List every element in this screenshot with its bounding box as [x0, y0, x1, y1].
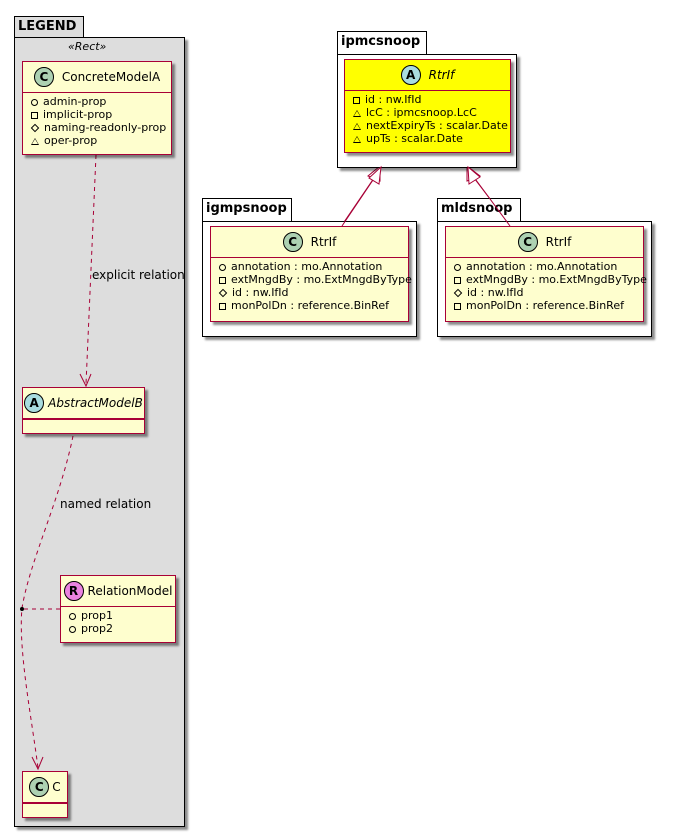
c-class[interactable]: C C	[22, 771, 68, 818]
attribute-row: id : nw.IfId	[452, 286, 637, 299]
attribute-text: implicit-prop	[43, 108, 113, 121]
abstract-badge-icon: A	[400, 65, 421, 85]
ipmcsnoop-rtrif-name: RtrIf	[428, 68, 455, 82]
class-badge-icon: C	[517, 232, 538, 252]
attribute-text: id : nw.IfId	[467, 286, 524, 299]
public-visibility-icon	[31, 98, 38, 106]
attribute-text: extMngdBy : mo.ExtMngdByType	[466, 273, 647, 286]
relation-model-header: R RelationModel	[61, 576, 175, 606]
mldsnoop-rtrif-name: RtrIf	[545, 235, 572, 249]
attribute-row: oper-prop	[29, 134, 165, 147]
public-visibility-icon	[69, 625, 76, 633]
relation-junction-dot	[20, 607, 24, 611]
private-visibility-icon	[219, 302, 226, 310]
attribute-row: prop2	[67, 622, 169, 635]
legend-tab: LEGEND	[14, 16, 84, 38]
attribute-row: id : nw.IfId	[217, 286, 402, 299]
attribute-row: nextExpiryTs : scalar.Date	[351, 119, 508, 132]
attribute-row: monPolDn : reference.BinRef	[452, 299, 637, 312]
package-visibility-icon	[353, 109, 361, 117]
c-name: C	[52, 780, 61, 794]
relation-model-name: RelationModel	[87, 584, 173, 598]
abstract-badge-icon: A	[24, 393, 45, 413]
attribute-text: prop2	[81, 622, 113, 635]
named-relation-arrowhead	[31, 756, 44, 771]
attribute-row: lcC : ipmcsnoop.LcC	[351, 106, 504, 119]
abstract-model-b-class[interactable]: A AbstractModelB	[22, 387, 145, 434]
ipmcsnoop-rtrif-header: A RtrIf	[345, 60, 510, 90]
attribute-text: upTs : scalar.Date	[366, 132, 463, 145]
c-header: C C	[23, 772, 67, 802]
attribute-row: annotation : mo.Annotation	[217, 260, 402, 273]
attribute-text: oper-prop	[44, 134, 98, 147]
attribute-row: admin-prop	[29, 95, 165, 108]
private-visibility-icon	[31, 111, 38, 119]
explicit-relation-label: explicit relation	[92, 268, 185, 282]
attribute-text: annotation : mo.Annotation	[231, 260, 383, 273]
igmpsnoop-rtrif-header: C RtrIf	[211, 227, 408, 257]
attribute-text: monPolDn : reference.BinRef	[231, 299, 389, 312]
attribute-text: lcC : ipmcsnoop.LcC	[366, 106, 477, 119]
public-visibility-icon	[69, 612, 76, 620]
igmpsnoop-tab: igmpsnoop	[202, 198, 292, 222]
attribute-row: annotation : mo.Annotation	[452, 260, 637, 273]
legend-title: LEGEND	[18, 19, 77, 34]
private-visibility-icon	[219, 276, 226, 284]
public-visibility-icon	[454, 263, 461, 271]
private-visibility-icon	[454, 302, 461, 310]
attribute-text: extMngdBy : mo.ExtMngdByType	[231, 273, 412, 286]
attribute-row: monPolDn : reference.BinRef	[217, 299, 402, 312]
attribute-row: id : nw.IfId	[351, 93, 504, 106]
c-badge-icon: C	[29, 777, 50, 797]
class-badge-icon: C	[282, 232, 303, 252]
explicit-relation-arrowhead	[79, 373, 92, 388]
attribute-text: prop1	[81, 609, 113, 622]
attribute-text: monPolDn : reference.BinRef	[466, 299, 624, 312]
mldsnoop-rtrif-header: C RtrIf	[446, 227, 643, 257]
concrete-model-a-header: C ConcreteModelA	[23, 62, 171, 92]
relation-badge-icon: R	[63, 581, 84, 601]
igmpsnoop-title: igmpsnoop	[206, 201, 287, 216]
package-visibility-icon	[31, 137, 39, 145]
private-visibility-icon	[353, 96, 360, 104]
concrete-model-a-name: ConcreteModelA	[61, 70, 161, 84]
private-visibility-icon	[454, 276, 461, 284]
attribute-row: extMngdBy : mo.ExtMngdByType	[452, 273, 647, 286]
abstract-model-b-name: AbstractModelB	[48, 396, 143, 410]
explicit-relation-path	[85, 154, 97, 385]
abstract-model-b-header: A AbstractModelB	[23, 388, 144, 418]
attribute-text: naming-readonly-prop	[44, 121, 167, 134]
attribute-text: admin-prop	[43, 95, 107, 108]
attribute-row: implicit-prop	[29, 108, 165, 121]
attribute-row: upTs : scalar.Date	[351, 132, 504, 145]
attribute-text: id : nw.IfId	[232, 286, 289, 299]
attribute-text: annotation : mo.Annotation	[466, 260, 618, 273]
package-visibility-icon	[353, 135, 361, 143]
package-visibility-icon	[353, 122, 361, 130]
legend-stereotype: «Rect»	[68, 40, 107, 53]
class-badge-icon: C	[33, 67, 54, 87]
attribute-text: nextExpiryTs : scalar.Date	[366, 119, 508, 132]
public-visibility-icon	[219, 263, 226, 271]
attribute-text: id : nw.IfId	[365, 93, 422, 106]
attribute-row: prop1	[67, 609, 169, 622]
ipmcsnoop-title: ipmcsnoop	[341, 34, 421, 49]
protected-visibility-icon	[30, 123, 40, 133]
igmpsnoop-rtrif-name: RtrIf	[310, 235, 337, 249]
attribute-row: extMngdBy : mo.ExtMngdByType	[217, 273, 412, 286]
ipmcsnoop-tab: ipmcsnoop	[337, 31, 427, 55]
named-relation-label: named relation	[60, 497, 152, 511]
attribute-row: naming-readonly-prop	[29, 121, 167, 134]
